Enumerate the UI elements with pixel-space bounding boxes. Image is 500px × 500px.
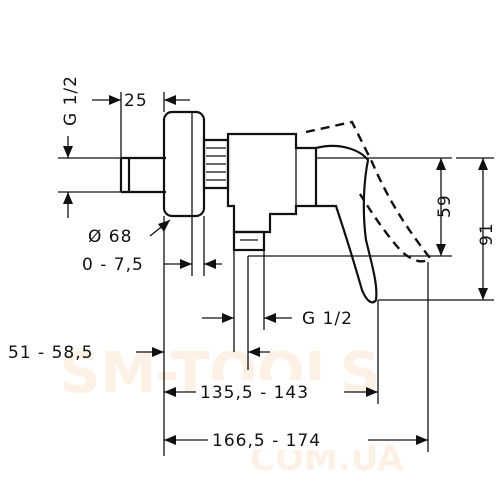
- wall-rosette: [162, 110, 206, 218]
- nut-thread-lines: [206, 147, 226, 181]
- dim-thread-bottom: G 1/2: [202, 250, 353, 352]
- outlet-nozzle: [232, 230, 266, 252]
- arrow-left: [264, 313, 276, 323]
- lever-handle: [315, 144, 378, 304]
- dim-label-25: 25: [124, 91, 148, 111]
- dim-label-0-7-5: 0 - 7,5: [82, 255, 144, 275]
- dim-25: 25: [92, 91, 190, 158]
- dim-91: 91: [378, 157, 497, 301]
- dim-135-143: 135,5 - 143: [164, 300, 379, 404]
- dim-label-59: 59: [435, 194, 455, 218]
- dim-label-51-58-5: 51 - 58,5: [8, 343, 93, 363]
- dim-label-91: 91: [477, 222, 497, 246]
- label-backdrop: [196, 380, 344, 402]
- arrow-left: [164, 435, 176, 445]
- arrow-down: [63, 146, 73, 158]
- inlet-thread: [119, 158, 131, 192]
- dim-label-thread-top: G 1/2: [61, 75, 81, 126]
- dim-51-58-5: 51 - 58,5: [8, 216, 270, 456]
- watermark: SM-TOOLS COM.UA: [60, 341, 404, 479]
- dim-166-174: 166,5 - 174: [164, 262, 429, 452]
- dim-0-7-5: 0 - 7,5: [82, 216, 222, 276]
- arrow-left: [164, 95, 176, 105]
- arrow-up: [436, 158, 446, 170]
- dim-label-thread-bottom: G 1/2: [302, 309, 353, 329]
- valve-body: [226, 132, 318, 234]
- arrow-up: [63, 192, 73, 204]
- dim-label-135-143: 135,5 - 143: [200, 383, 309, 403]
- arrow-left: [204, 259, 216, 269]
- arrow-left: [248, 347, 260, 357]
- mixer-body: [119, 110, 432, 304]
- dim-label-166-174: 166,5 - 174: [212, 431, 321, 451]
- arrow-right: [416, 435, 428, 445]
- label-backdrop: [208, 428, 368, 450]
- dim-59: 59: [248, 157, 455, 257]
- lever-open-position: [305, 120, 432, 263]
- arrow-right: [180, 259, 192, 269]
- coupling-nut: [202, 138, 230, 190]
- arrow-down: [436, 244, 446, 256]
- dim-thread-top: G 1/2: [58, 75, 122, 218]
- dim-diameter: Ø 68: [88, 219, 171, 247]
- dim-label-diameter: Ø 68: [88, 227, 132, 247]
- arrow-right: [366, 387, 378, 397]
- arrow-right: [152, 347, 164, 357]
- arrow-right: [222, 313, 234, 323]
- arrow-up: [478, 158, 488, 170]
- inlet-pipe: [121, 156, 166, 194]
- arrow-right: [109, 95, 121, 105]
- arrow-down: [478, 288, 488, 300]
- arrow-left: [164, 387, 176, 397]
